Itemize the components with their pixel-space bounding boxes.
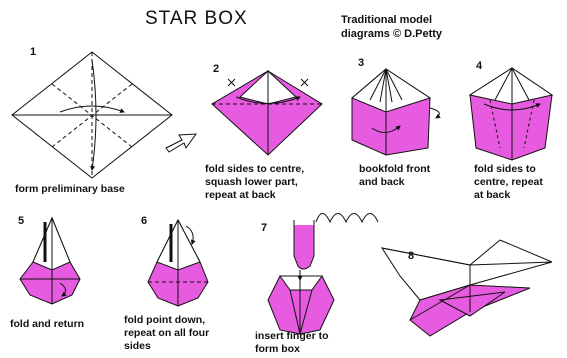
step-2-caption: fold sides to centre, squash lower part,…: [205, 163, 304, 202]
step-4-drawing: [470, 68, 552, 160]
step-6-caption: fold point down, repeat on all four side…: [124, 314, 209, 353]
step-8-number: 8: [408, 250, 414, 262]
step-7-caption: insert finger to form box: [255, 330, 329, 356]
step-1-drawing: [12, 52, 172, 178]
hollow-arrow-icon: [166, 134, 196, 152]
credit-line-2: diagrams © D.Petty: [341, 27, 442, 41]
caption-line: centre, repeat: [474, 176, 543, 189]
caption-line: repeat on all four: [124, 327, 209, 340]
step-2-number: 2: [213, 63, 219, 75]
step-7-number: 7: [261, 222, 267, 234]
step-3-number: 3: [358, 57, 364, 69]
step-1-number: 1: [30, 46, 36, 58]
credit-text: Traditional model diagrams © D.Petty: [341, 13, 442, 41]
caption-line: fold sides to centre,: [205, 163, 304, 176]
step-5-caption: fold and return: [10, 318, 84, 331]
caption-line: fold point down,: [124, 314, 209, 327]
step-3-drawing: [352, 69, 439, 155]
step-5-number: 5: [18, 215, 24, 227]
step-6-drawing: [148, 220, 208, 306]
caption-line: fold sides to: [474, 163, 543, 176]
diagram-title: STAR BOX: [145, 8, 248, 30]
caption-line: sides: [124, 340, 209, 353]
caption-line: repeat at back: [205, 189, 304, 202]
caption-line: form preliminary base: [15, 183, 125, 196]
caption-line: and back: [359, 176, 430, 189]
caption-line: bookfold front: [359, 163, 430, 176]
caption-line: insert finger to: [255, 330, 329, 343]
caption-line: form box: [255, 343, 329, 356]
step-1-caption: form preliminary base: [15, 183, 125, 196]
step-4-number: 4: [476, 60, 482, 72]
step-3-caption: bookfold front and back: [359, 163, 430, 189]
caption-line: at back: [474, 189, 543, 202]
step-6-number: 6: [141, 215, 147, 227]
step-7-drawing: [268, 214, 378, 335]
caption-line: squash lower part,: [205, 176, 304, 189]
caption-line: fold and return: [10, 318, 84, 331]
credit-line-1: Traditional model: [341, 13, 442, 27]
step-2-drawing: [212, 71, 322, 155]
step-5-drawing: [20, 218, 80, 304]
step-4-caption: fold sides to centre, repeat at back: [474, 163, 543, 202]
